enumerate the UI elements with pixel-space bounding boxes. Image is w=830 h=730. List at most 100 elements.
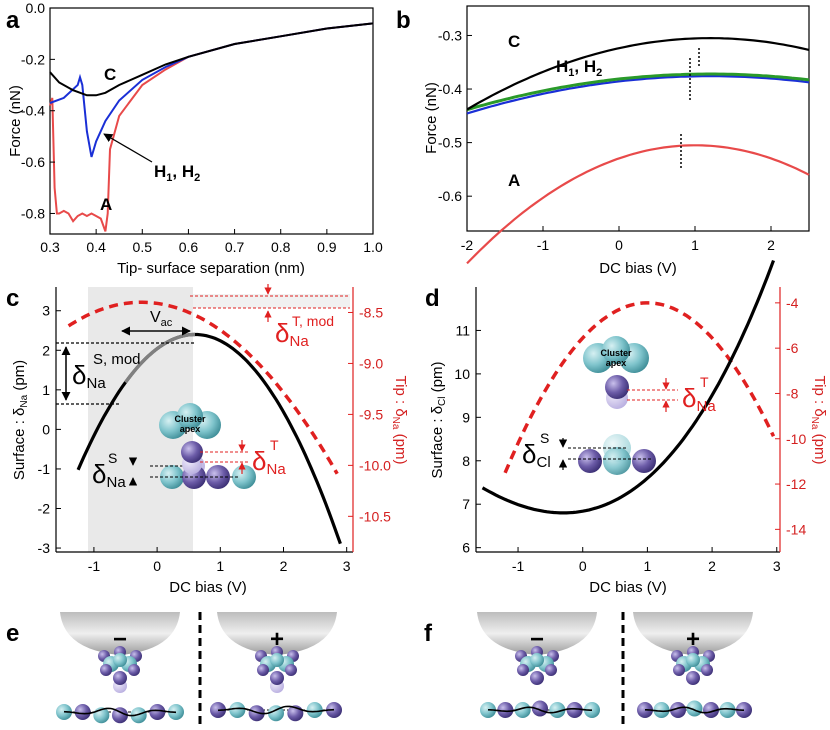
atom-na bbox=[670, 702, 686, 718]
panel-c-ytick-right-label: -9.5 bbox=[359, 406, 383, 422]
atom-na bbox=[530, 671, 544, 685]
panel-c-ytick-right-label: -8.5 bbox=[359, 304, 383, 320]
panel-d-xtick-label: 1 bbox=[644, 558, 652, 574]
panel-b-xtick-label: 2 bbox=[767, 237, 775, 253]
cluster-label: Cluster bbox=[174, 414, 206, 424]
atom-cl bbox=[232, 465, 256, 489]
panel-d-ytick-label: 9 bbox=[462, 409, 470, 425]
atom-na bbox=[545, 664, 557, 676]
panel-a-xtick-label: 1.0 bbox=[363, 239, 383, 255]
bias-sign: − bbox=[113, 626, 127, 653]
panel-label-e: e bbox=[6, 620, 19, 647]
panel-d-ds-sup: S bbox=[540, 430, 549, 446]
panel-a-label-C: C bbox=[104, 65, 116, 84]
atom-na bbox=[517, 664, 529, 676]
panel-a-ylabel: Force (nN) bbox=[7, 85, 24, 157]
panel-a-xtick-label: 0.3 bbox=[40, 239, 60, 255]
panel-d-ylabel-left: Surface : δCl (pm) bbox=[429, 362, 448, 479]
atom-na bbox=[270, 671, 284, 685]
cluster-label: apex bbox=[180, 424, 201, 434]
atom-na bbox=[128, 664, 140, 676]
panel-a-ytick-label: -0.4 bbox=[21, 103, 45, 119]
panel-c-dt-sup: T bbox=[270, 437, 279, 453]
panel-label-d: d bbox=[425, 285, 440, 312]
bias-sign: + bbox=[270, 626, 284, 653]
surface-deformation bbox=[217, 705, 335, 715]
panel-b-ytick-label: -0.4 bbox=[438, 81, 462, 97]
panel-d-ytick-label: 7 bbox=[462, 496, 470, 512]
atom-na bbox=[113, 671, 127, 685]
atom-cl bbox=[229, 702, 246, 718]
panel-b-xtick-label: 0 bbox=[615, 237, 623, 253]
panel-a-label-A: A bbox=[100, 195, 112, 214]
atom-na bbox=[701, 664, 713, 676]
panel-a-frame bbox=[49, 7, 374, 235]
atom-cl bbox=[686, 700, 703, 717]
atom-cl bbox=[113, 653, 127, 667]
panel-d-ytick-label: 11 bbox=[455, 322, 470, 338]
panel-d-xtick-label: 2 bbox=[708, 558, 716, 574]
cluster-label: apex bbox=[606, 358, 627, 368]
panel-b-label-A: A bbox=[508, 171, 520, 190]
panel-d-ytick-right-label: -4 bbox=[786, 295, 799, 311]
panel-d-dt-label: δNa bbox=[682, 383, 716, 415]
panel-c-xtick-label: 3 bbox=[343, 558, 351, 574]
panel-d-ytick-label: 6 bbox=[462, 540, 470, 556]
panel-a-label-H: H1, H2 bbox=[154, 162, 200, 184]
bias-sign: + bbox=[686, 626, 700, 653]
panel-c-mod-shade bbox=[193, 294, 350, 308]
atom-na bbox=[632, 449, 656, 473]
panel-b-series-line bbox=[466, 144, 810, 265]
panel-c-xtick-label: -1 bbox=[88, 558, 101, 574]
panel-d-surface-curve bbox=[481, 259, 775, 515]
panel-d-ytick-label: 10 bbox=[454, 366, 470, 382]
panel-d-ytick-right-label: -14 bbox=[786, 521, 806, 537]
panel-a-xtick-label: 0.4 bbox=[86, 239, 106, 255]
panel-a-xtick-label: 0.9 bbox=[317, 239, 337, 255]
atom-na bbox=[74, 704, 91, 720]
atom-cl bbox=[719, 702, 736, 718]
atom-cl bbox=[549, 702, 566, 718]
panel-a-ytick-label: 0.0 bbox=[26, 0, 46, 16]
panel-d-ytick-right-label: -10 bbox=[786, 431, 806, 447]
panel-e-schematic: −+ bbox=[56, 612, 342, 724]
panel-a-xlabel: Tip- surface separation (nm) bbox=[117, 260, 305, 277]
panel-c-tip-curve bbox=[67, 300, 339, 475]
panel-label-f: f bbox=[424, 620, 433, 647]
atom-cl bbox=[602, 336, 630, 364]
panel-a-series-line bbox=[49, 22, 374, 158]
panel-c-tmod-sup: T, mod bbox=[292, 313, 334, 329]
panel-label-a: a bbox=[6, 7, 20, 34]
atom-na bbox=[181, 441, 203, 463]
atom-na bbox=[605, 375, 629, 399]
panel-b-label-C: C bbox=[508, 32, 520, 51]
atom-na bbox=[112, 707, 128, 724]
panel-b-xlabel: DC bias (V) bbox=[599, 260, 677, 277]
panel-b-ytick-label: -0.5 bbox=[438, 135, 462, 151]
panel-label-c: c bbox=[6, 285, 19, 312]
panel-a-ytick-label: -0.2 bbox=[21, 51, 45, 67]
panel-c-surface-curve bbox=[76, 332, 342, 545]
panel-c-ytick-label: 2 bbox=[42, 342, 50, 358]
atom-na bbox=[673, 664, 685, 676]
panel-d-ytick-right-label: -6 bbox=[786, 340, 799, 356]
panel-b-xtick-label: -1 bbox=[537, 237, 550, 253]
atom-cl bbox=[653, 702, 670, 718]
panel-f-schematic: −+ bbox=[477, 612, 753, 718]
panel-a-ytick-label: -0.6 bbox=[21, 154, 45, 170]
panel-d-xtick-label: -1 bbox=[512, 558, 525, 574]
atom-cl bbox=[514, 702, 531, 718]
panel-c-ytick-right-label: -9.0 bbox=[359, 355, 383, 371]
panel-c-ds-sup: S bbox=[108, 450, 117, 466]
atom-na bbox=[149, 704, 166, 720]
panel-c-dmod-sup: S, mod bbox=[93, 351, 141, 368]
surface-deformation bbox=[488, 706, 592, 714]
panel-d-ytick-right-label: -8 bbox=[786, 385, 799, 401]
cluster-label: Cluster bbox=[600, 348, 632, 358]
panel-c-xtick-label: 2 bbox=[280, 558, 288, 574]
